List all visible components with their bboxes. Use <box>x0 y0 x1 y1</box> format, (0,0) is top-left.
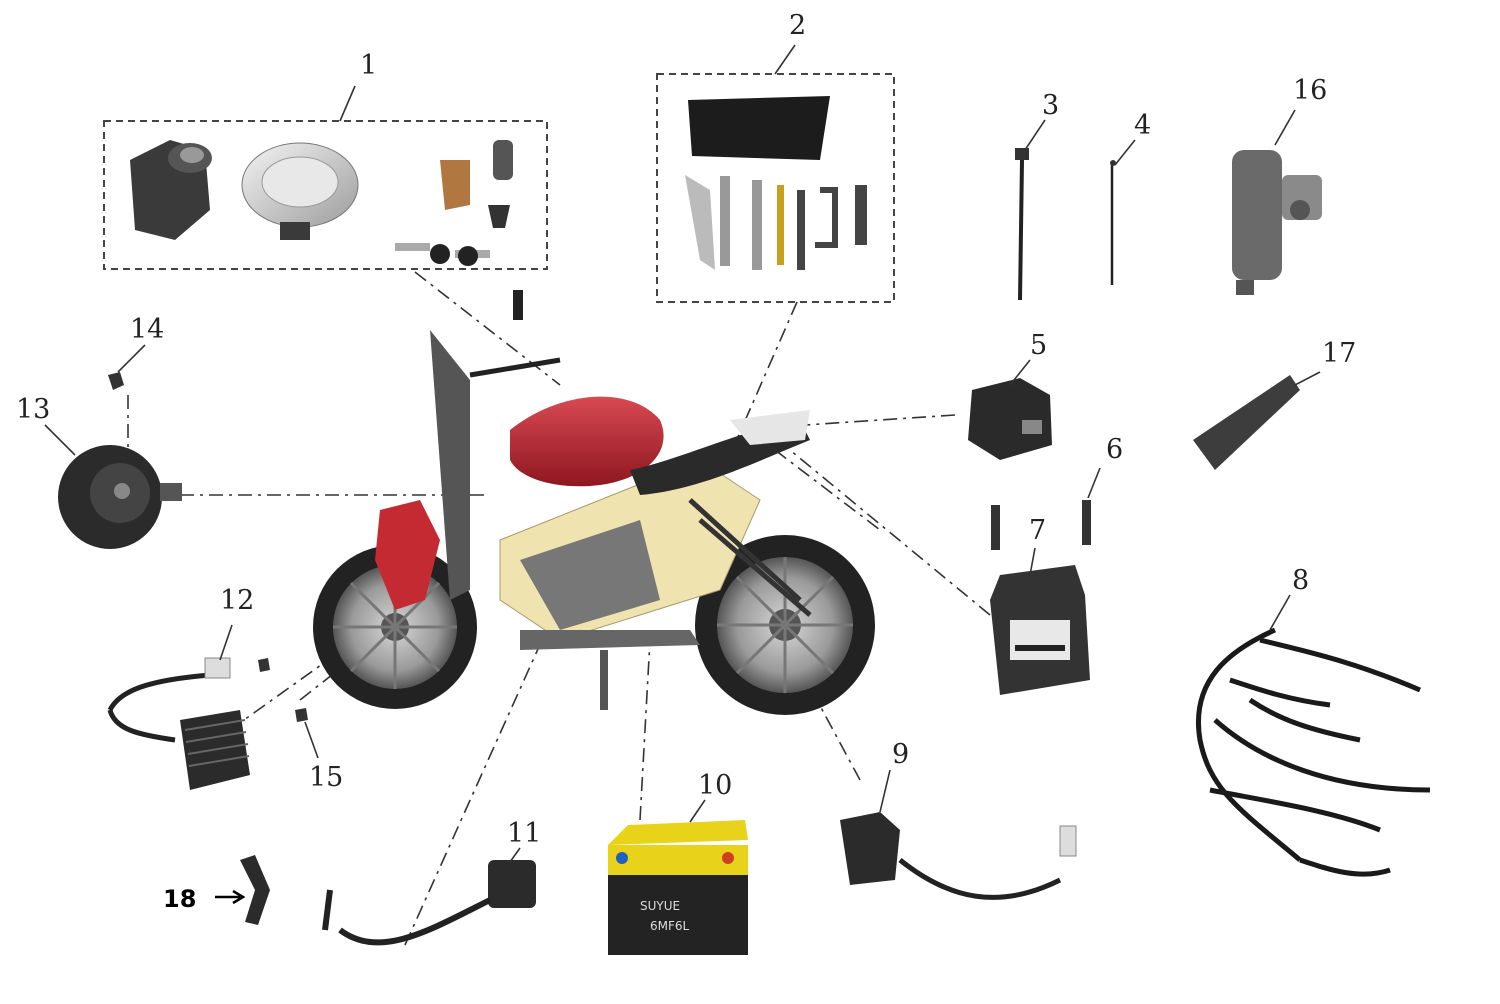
callout-15: 15 <box>309 762 344 793</box>
callout-1: 1 <box>360 50 378 81</box>
cable-tie-icon <box>1015 148 1116 301</box>
flasher-relay-icon <box>968 378 1052 460</box>
callout-10: 10 <box>698 770 733 801</box>
regulator-bolt-icon <box>295 708 308 722</box>
callout-2: 2 <box>789 10 807 41</box>
regulator-icon <box>107 657 270 790</box>
callout-7: 7 <box>1029 515 1047 546</box>
kit-box-2 <box>656 73 895 303</box>
callout-17: 17 <box>1322 338 1357 369</box>
callout-9: 9 <box>892 739 910 770</box>
callout-16: 16 <box>1293 75 1328 106</box>
callout-13: 13 <box>16 394 51 425</box>
callout-12: 12 <box>220 585 255 616</box>
battery-model-label: 6MF6L <box>650 919 690 933</box>
callout-18: 18 <box>163 885 197 913</box>
callout-11: 11 <box>507 818 542 849</box>
ignition-switch-icon <box>130 140 212 240</box>
master-cylinder-icon <box>1232 150 1322 295</box>
horn-icon <box>58 445 182 549</box>
ecu-icon <box>990 565 1090 695</box>
battery-brand-label: SUYUE <box>640 899 680 913</box>
callout-4: 4 <box>1134 110 1152 141</box>
bracket-icon <box>1193 375 1300 470</box>
callout-14: 14 <box>130 314 165 345</box>
wiring-harness-icon <box>1196 627 1431 877</box>
callout-5: 5 <box>1030 330 1048 361</box>
callout-8: 8 <box>1292 565 1310 596</box>
horn-bolt-icon <box>108 372 124 390</box>
battery-icon: SUYUE 6MF6L <box>608 820 748 955</box>
lock-parts-icon <box>395 140 513 266</box>
ecu-bolts-icon <box>991 500 1091 550</box>
motorcycle-icon <box>313 290 875 715</box>
starter-relay-icon <box>840 812 1077 900</box>
kit-box-1 <box>103 120 548 270</box>
tool-kit-icon <box>685 96 867 270</box>
callout-6: 6 <box>1106 434 1124 465</box>
callout-3: 3 <box>1042 90 1060 121</box>
spark-plug-cap-icon <box>215 855 270 925</box>
fuel-cap-icon <box>241 142 359 240</box>
ignition-coil-icon <box>322 860 536 946</box>
